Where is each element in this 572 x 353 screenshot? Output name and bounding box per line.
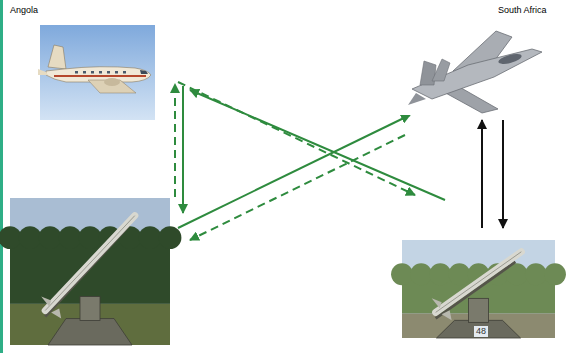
picture-node: South Africa	[398, 15, 545, 115]
sky	[40, 25, 155, 120]
fighter-jet	[408, 31, 542, 113]
dashed-arrow	[174, 84, 176, 197]
illustration	[40, 25, 155, 120]
picture-node	[402, 240, 555, 338]
illustration	[402, 240, 555, 338]
dashed-arrow	[178, 82, 415, 195]
solid-arrow	[178, 115, 410, 228]
dashed-arrow	[190, 135, 405, 240]
photo-sky	[10, 198, 170, 345]
page-number: 48	[474, 326, 488, 337]
solid-arrow	[502, 120, 504, 228]
country-label: South Africa	[498, 5, 547, 16]
missile-launcher	[41, 216, 135, 345]
transport-plane	[38, 45, 151, 93]
country-label: Angola	[10, 5, 38, 16]
solid-arrow	[481, 120, 483, 228]
picture-node	[10, 198, 170, 345]
picture-node: Angola	[40, 25, 155, 120]
missile-launcher	[432, 252, 522, 338]
illustration	[10, 198, 170, 345]
photo-ground	[398, 15, 545, 115]
edge-bar	[0, 0, 3, 353]
solid-arrow	[182, 86, 184, 213]
illustration	[398, 15, 545, 115]
photo-sky	[402, 240, 555, 338]
